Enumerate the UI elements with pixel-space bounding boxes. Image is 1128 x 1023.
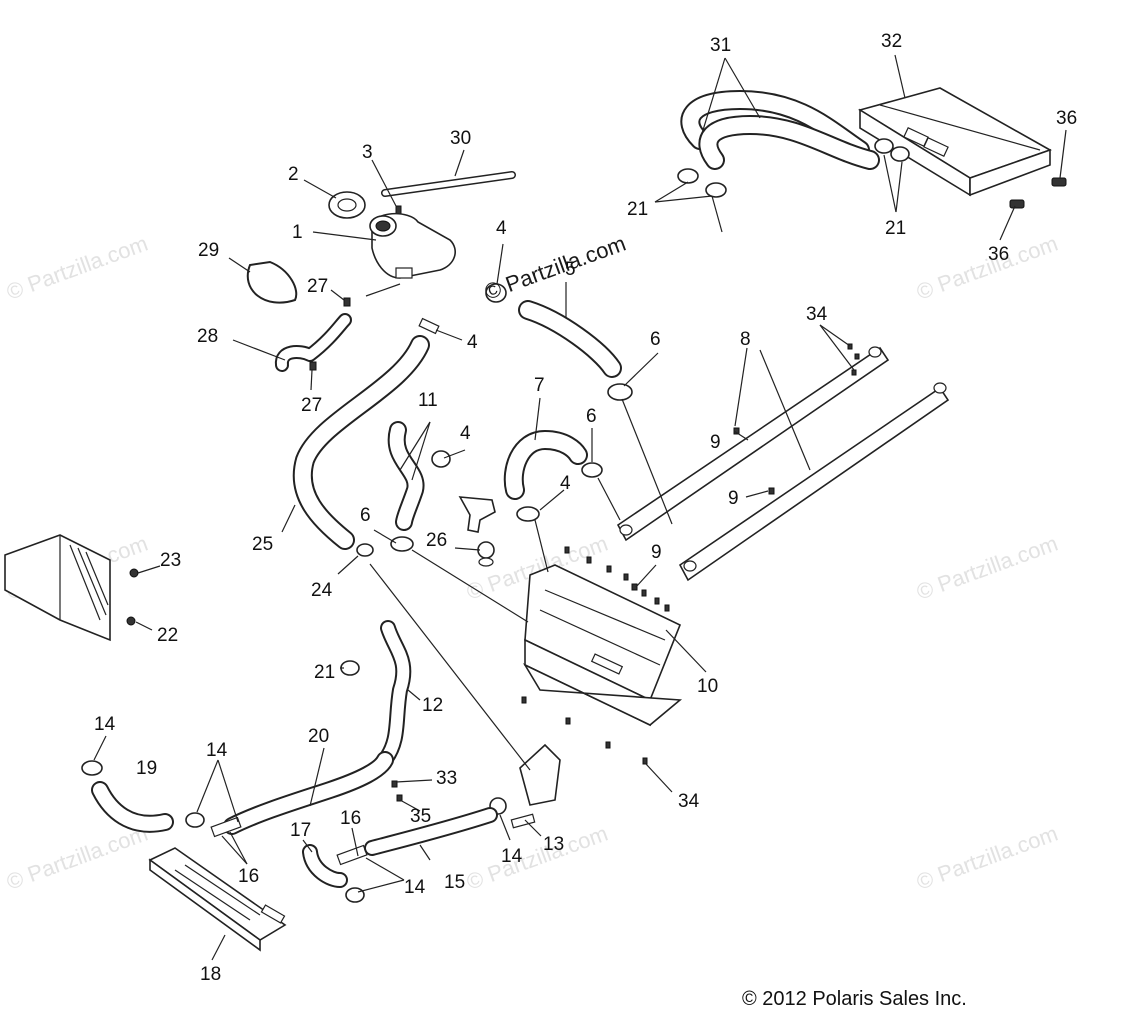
watermark: © Partzilla.com bbox=[913, 531, 1061, 605]
part-12-hose bbox=[377, 620, 412, 768]
callout-labels: 31 32 36 36 21 21 30 3 2 1 29 27 28 27 4… bbox=[94, 31, 1077, 985]
part-23-fastener bbox=[129, 568, 139, 578]
watermark: © Partzilla.com bbox=[913, 231, 1061, 305]
callout-9: 9 bbox=[710, 432, 721, 453]
part-3-screw bbox=[395, 205, 402, 215]
callout-32: 32 bbox=[881, 31, 902, 52]
callout-27: 27 bbox=[301, 395, 322, 416]
part-26-thermostat bbox=[477, 541, 495, 567]
callout-34: 34 bbox=[678, 791, 700, 812]
part-7-hose bbox=[503, 430, 588, 500]
callout-21: 21 bbox=[627, 199, 648, 220]
part-11-hose bbox=[387, 421, 425, 531]
callout-36: 36 bbox=[988, 244, 1009, 265]
callout-26: 26 bbox=[426, 530, 447, 551]
part-6-clamps bbox=[390, 383, 633, 552]
part-31-hoses bbox=[680, 90, 880, 170]
callout-28: 28 bbox=[197, 326, 218, 347]
callout-19: 19 bbox=[136, 758, 157, 779]
part-thermostat-housing bbox=[458, 496, 496, 533]
callout-33: 33 bbox=[436, 768, 457, 789]
callout-34: 34 bbox=[806, 304, 828, 325]
part-32-heater-core bbox=[858, 87, 1052, 197]
part-21-clamps-top bbox=[677, 138, 910, 198]
part-27-clip bbox=[343, 297, 351, 307]
callout-16: 16 bbox=[340, 808, 361, 829]
callout-29: 29 bbox=[198, 240, 219, 261]
callout-14: 14 bbox=[94, 714, 116, 735]
part-29-strap bbox=[246, 260, 298, 304]
callout-6: 6 bbox=[586, 406, 597, 427]
callout-17: 17 bbox=[290, 820, 311, 841]
callout-4: 4 bbox=[467, 332, 478, 353]
callout-36: 36 bbox=[1056, 108, 1077, 129]
callout-4: 4 bbox=[560, 473, 571, 494]
callout-13: 13 bbox=[543, 834, 564, 855]
callout-6: 6 bbox=[650, 329, 661, 350]
fasteners bbox=[521, 343, 860, 765]
callout-2: 2 bbox=[288, 164, 299, 185]
callout-6: 6 bbox=[360, 505, 371, 526]
callout-8: 8 bbox=[740, 329, 751, 350]
callout-30: 30 bbox=[450, 128, 471, 149]
callout-9: 9 bbox=[728, 488, 739, 509]
part-2-cap bbox=[328, 191, 366, 219]
callout-4: 4 bbox=[496, 218, 507, 239]
callout-15: 15 bbox=[444, 872, 465, 893]
part-27-clip bbox=[309, 361, 317, 371]
part-8-rails bbox=[616, 346, 950, 582]
callout-27: 27 bbox=[307, 276, 328, 297]
watermark: © Partzilla.com bbox=[913, 821, 1061, 895]
part-17-hose bbox=[302, 844, 348, 888]
callout-1: 1 bbox=[292, 222, 303, 243]
copyright-text: © 2012 Polaris Sales Inc. bbox=[742, 988, 967, 1010]
leader-lines bbox=[93, 54, 1067, 961]
callout-22: 22 bbox=[157, 625, 178, 646]
callout-25: 25 bbox=[252, 534, 273, 555]
part-30-rod bbox=[381, 171, 516, 197]
part-5-hose bbox=[518, 300, 622, 378]
callout-31: 31 bbox=[710, 35, 731, 56]
callout-9: 9 bbox=[651, 542, 662, 563]
part-35-fastener bbox=[396, 794, 403, 802]
callout-24: 24 bbox=[311, 580, 333, 601]
part-33-fastener bbox=[391, 780, 398, 788]
callout-4: 4 bbox=[460, 423, 471, 444]
callout-7: 7 bbox=[534, 375, 545, 396]
part-13-water-pump bbox=[510, 743, 561, 829]
part-4-clamps bbox=[418, 283, 540, 522]
part-16-fittings bbox=[210, 816, 368, 866]
callout-14: 14 bbox=[206, 740, 228, 761]
callout-35: 35 bbox=[410, 806, 431, 827]
callout-16: 16 bbox=[238, 866, 259, 887]
part-28-small-hose bbox=[275, 313, 352, 372]
callout-23: 23 bbox=[160, 550, 181, 571]
callout-21: 21 bbox=[314, 662, 335, 683]
callout-10: 10 bbox=[697, 676, 718, 697]
callout-18: 18 bbox=[200, 964, 221, 985]
part-22-nut bbox=[126, 616, 136, 626]
part-25-long-hose bbox=[292, 335, 430, 550]
part-1-reservoir bbox=[369, 212, 456, 279]
watermark: © Partzilla.com bbox=[3, 231, 151, 305]
callout-12: 12 bbox=[422, 695, 443, 716]
callout-14: 14 bbox=[501, 846, 523, 867]
part-36-bolts bbox=[1009, 177, 1067, 209]
left-bracket-assembly bbox=[4, 534, 111, 642]
watermark: © Partzilla.com bbox=[3, 821, 151, 895]
part-24-clamp bbox=[356, 543, 374, 557]
callout-21: 21 bbox=[885, 218, 906, 239]
part-19-hose bbox=[91, 781, 174, 833]
part-15-pipe bbox=[364, 807, 498, 856]
part-18-oil-cooler bbox=[148, 847, 287, 952]
callout-20: 20 bbox=[308, 726, 329, 747]
callout-11: 11 bbox=[418, 390, 438, 411]
watermark-main: © Partzilla.com bbox=[481, 231, 629, 305]
callout-3: 3 bbox=[362, 142, 373, 163]
callout-5: 5 bbox=[565, 259, 576, 280]
part-10-radiator bbox=[522, 564, 683, 727]
callout-14: 14 bbox=[404, 877, 426, 898]
part-20-pipe bbox=[223, 751, 394, 835]
